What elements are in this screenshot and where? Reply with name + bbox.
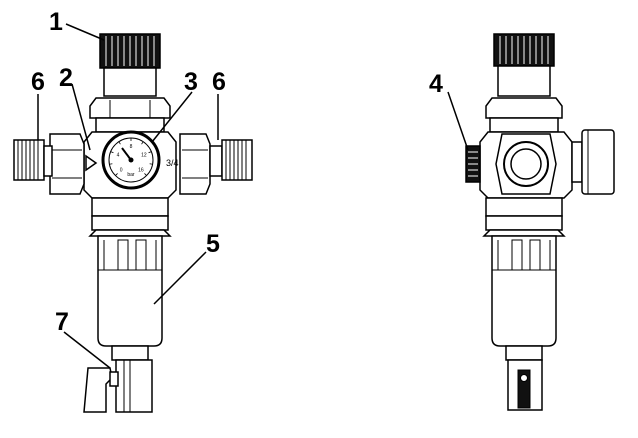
size-marking: 3/4 (166, 158, 179, 168)
side-view: 4 (429, 33, 615, 411)
callout-4: 4 (429, 70, 443, 98)
bypass-knob (465, 145, 481, 183)
upper-nut (89, 97, 171, 119)
filter-bowl (97, 235, 163, 347)
gauge-unit: bar (127, 172, 135, 178)
gauge-scale-label: 8 (130, 144, 133, 150)
gauge-tick (149, 163, 153, 165)
gauge-tick (148, 151, 152, 154)
outlet-connector (179, 133, 253, 195)
gauge-tick (109, 163, 113, 165)
gauge-tick (115, 173, 118, 176)
gauge-tick (141, 141, 144, 145)
side-gauge (581, 129, 615, 195)
flow-arrow-icon (85, 154, 98, 172)
drain-lever (83, 367, 113, 413)
gauge-tick (118, 141, 121, 145)
callout-6-left: 6 (31, 68, 45, 96)
gauge-scale-label: 16 (138, 168, 144, 174)
gauge-scale-label: 0 (120, 168, 123, 174)
gauge-scale-label: 4 (117, 152, 120, 158)
outlet-port (495, 133, 557, 195)
pressure-gauge: 0 4 8 12 16 bar (101, 130, 161, 190)
gauge-tick (144, 173, 147, 176)
leader-lines-front (37, 23, 219, 369)
gauge-tick (110, 151, 114, 154)
callout-2: 2 (59, 64, 73, 92)
callout-5: 5 (206, 230, 220, 258)
callout-3: 3 (184, 68, 198, 96)
adjustment-knob (99, 33, 161, 97)
callout-1: 1 (49, 8, 63, 36)
gauge-scale-label: 12 (141, 152, 147, 158)
inlet-connector (13, 133, 85, 195)
callout-6-right: 6 (212, 68, 226, 96)
callout-7: 7 (55, 308, 69, 336)
